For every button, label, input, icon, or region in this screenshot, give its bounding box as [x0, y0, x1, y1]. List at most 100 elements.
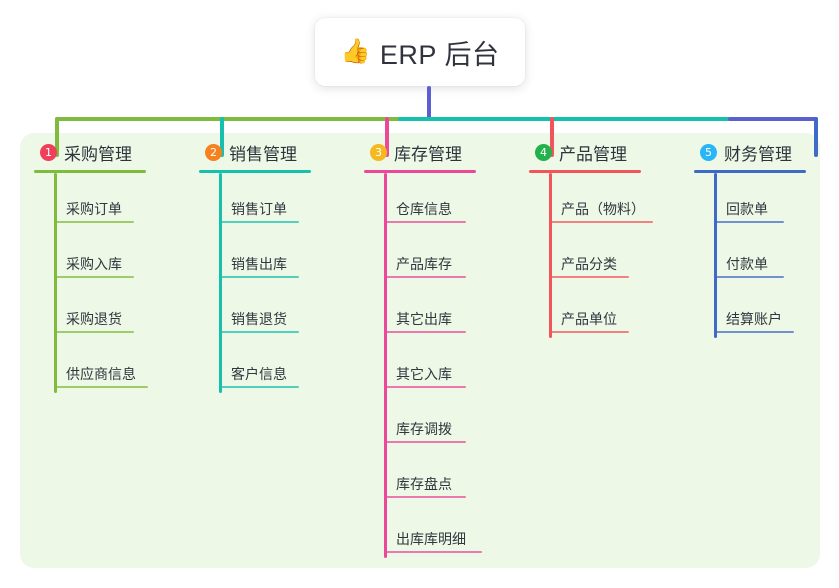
drop-connector-3 [385, 117, 389, 157]
branch-column-4: 4 产品管理产品（物料） 产品分类产品单位 [529, 138, 694, 338]
leaf-node-rule [56, 221, 134, 223]
drop-connector-1 [55, 117, 59, 157]
branch-header-3[interactable]: 3 库存管理 [364, 138, 529, 166]
leaf-node-label: 客户信息 [231, 366, 287, 382]
drop-connector-4 [550, 117, 554, 157]
leaf-node[interactable]: 销售退货 [221, 283, 364, 338]
leaf-node-label: 采购订单 [66, 201, 122, 217]
leaf-node-rule [551, 276, 629, 278]
branch-header-4[interactable]: 4 产品管理 [529, 138, 694, 166]
leaf-node-label: 供应商信息 [66, 366, 136, 382]
leaf-node[interactable]: 销售出库 [221, 228, 364, 283]
leaf-node[interactable]: 产品单位 [551, 283, 694, 338]
leaf-node-label: 销售退货 [231, 311, 287, 327]
bus-connector-blue [728, 117, 818, 121]
leaf-node[interactable]: 产品库存 [386, 228, 529, 283]
leaf-node-rule [386, 551, 482, 553]
diagram-panel [20, 133, 820, 568]
leaf-node-label: 仓库信息 [396, 201, 452, 217]
leaf-node-rule [551, 331, 629, 333]
leaf-node-label: 采购退货 [66, 311, 122, 327]
leaf-node-rule [716, 221, 784, 223]
branch-column-3: 3 库存管理仓库信息产品库存其它出库其它入库库存调拨库存盘点出库库明细 [364, 138, 529, 558]
thumbs-up-icon: 👍 [340, 38, 371, 65]
leaf-node[interactable]: 其它出库 [386, 283, 529, 338]
branch-items: 采购订单采购入库采购退货供应商信息 [34, 173, 199, 393]
leaf-node-rule [386, 386, 466, 388]
leaf-node[interactable]: 产品分类 [551, 228, 694, 283]
branch-column-2: 2 销售管理销售订单销售出库销售退货客户信息 [199, 138, 364, 393]
branch-spine [384, 173, 387, 558]
leaf-node-rule [386, 221, 466, 223]
root-stem-connector [427, 86, 431, 121]
drop-connector-2 [220, 117, 224, 157]
leaf-node-label: 产品（物料） [561, 201, 645, 217]
branch-number-badge: 2 [205, 143, 222, 161]
bus-connector-green [55, 117, 400, 121]
leaf-node[interactable]: 回款单 [716, 173, 839, 228]
leaf-node[interactable]: 客户信息 [221, 338, 364, 393]
leaf-node-label: 采购入库 [66, 256, 122, 272]
branch-title: 库存管理 [394, 144, 462, 164]
branch-title: 产品管理 [559, 144, 627, 164]
branch-spine [54, 173, 57, 393]
branch-items: 销售订单销售出库销售退货客户信息 [199, 173, 364, 393]
branch-number-badge: 1 [40, 143, 57, 161]
branch-title: 销售管理 [229, 144, 297, 164]
root-node[interactable]: 👍 ERP 后台 [315, 18, 525, 86]
leaf-node-rule [386, 276, 466, 278]
leaf-node[interactable]: 库存调拨 [386, 393, 529, 448]
branch-items: 回款单付款单结算账户 [694, 173, 839, 338]
branch-header-rule [34, 170, 146, 173]
leaf-node[interactable]: 供应商信息 [56, 338, 199, 393]
branch-spine [219, 173, 222, 393]
leaf-node[interactable]: 付款单 [716, 228, 839, 283]
leaf-node[interactable]: 出库库明细 [386, 503, 529, 558]
leaf-node[interactable]: 采购退货 [56, 283, 199, 338]
branch-header-rule [364, 170, 476, 173]
branch-number-badge: 5 [700, 143, 717, 161]
drop-connector-5 [814, 117, 818, 157]
branch-items: 仓库信息产品库存其它出库其它入库库存调拨库存盘点出库库明细 [364, 173, 529, 558]
leaf-node-rule [386, 441, 466, 443]
leaf-node-label: 结算账户 [726, 311, 782, 327]
leaf-node-label: 产品分类 [561, 256, 617, 272]
leaf-node-rule [56, 331, 134, 333]
leaf-node-rule [56, 386, 148, 388]
leaf-node-label: 库存调拨 [396, 421, 452, 437]
branch-number-badge: 3 [370, 143, 387, 161]
leaf-node[interactable]: 产品（物料） [551, 173, 694, 228]
branch-header-5[interactable]: 5 财务管理 [694, 138, 839, 166]
leaf-node-rule [386, 331, 466, 333]
leaf-node-rule [716, 331, 794, 333]
leaf-node-rule [386, 496, 466, 498]
leaf-node[interactable]: 仓库信息 [386, 173, 529, 228]
leaf-node-label: 销售订单 [231, 201, 287, 217]
branch-spine [714, 173, 717, 338]
leaf-node-rule [56, 276, 134, 278]
leaf-node-label: 其它入库 [396, 366, 452, 382]
leaf-node-rule [221, 221, 299, 223]
leaf-node[interactable]: 库存盘点 [386, 448, 529, 503]
leaf-node[interactable]: 采购订单 [56, 173, 199, 228]
leaf-node[interactable]: 其它入库 [386, 338, 529, 393]
leaf-node-rule [716, 276, 784, 278]
leaf-node-label: 其它出库 [396, 311, 452, 327]
leaf-node-label: 产品单位 [561, 311, 617, 327]
leaf-node-label: 出库库明细 [396, 531, 466, 547]
leaf-node-label: 产品库存 [396, 256, 452, 272]
leaf-node[interactable]: 结算账户 [716, 283, 839, 338]
leaf-node[interactable]: 销售订单 [221, 173, 364, 228]
leaf-node-label: 回款单 [726, 201, 768, 217]
branch-column-5: 5 财务管理回款单付款单结算账户 [694, 138, 839, 338]
branch-items: 产品（物料） 产品分类产品单位 [529, 173, 694, 338]
branch-title: 财务管理 [724, 144, 792, 164]
leaf-node[interactable]: 采购入库 [56, 228, 199, 283]
leaf-node-rule [221, 386, 299, 388]
branch-header-2[interactable]: 2 销售管理 [199, 138, 364, 166]
branch-number-badge: 4 [535, 143, 552, 161]
leaf-node-rule [221, 276, 299, 278]
